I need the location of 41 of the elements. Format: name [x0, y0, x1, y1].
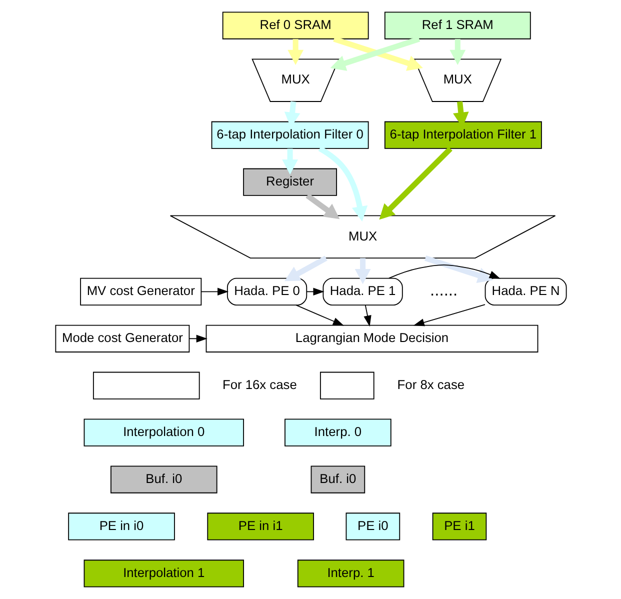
arrow — [412, 304, 485, 326]
node-box: 6-tap Interpolation Filter 0 — [210, 121, 368, 149]
arrow — [318, 146, 368, 222]
arrow — [188, 334, 207, 342]
node-box: Register — [242, 168, 337, 196]
node-label: For 16x case — [222, 377, 296, 392]
node-box — [319, 372, 374, 400]
node-box: Interpolation 0 — [83, 418, 244, 446]
arrow — [424, 256, 493, 284]
arrow — [287, 39, 304, 66]
node-box: PE in i0 — [68, 512, 174, 540]
node-box: Buf. i0 — [310, 466, 365, 494]
node-label: For 8x case — [396, 377, 464, 392]
arrow — [363, 304, 371, 327]
node-box: Interp. 0 — [284, 418, 391, 446]
arrow — [305, 193, 340, 220]
node-box: PE in i1 — [206, 512, 314, 540]
arrow — [449, 39, 466, 66]
arrow — [282, 148, 298, 175]
node-box: Buf. i0 — [110, 466, 217, 494]
node-box — [92, 372, 200, 400]
node-box: Lagrangian Mode Decision — [205, 324, 538, 352]
arrow — [388, 264, 500, 279]
node-box: MV cost Generator — [80, 278, 202, 306]
arrow — [378, 146, 452, 220]
arrow — [306, 288, 324, 296]
arrow — [354, 258, 370, 284]
node-box: Hada. PE 0 — [226, 278, 307, 306]
arrow — [200, 288, 228, 296]
node-box: 6-tap Interpolation Filter 1 — [384, 121, 542, 149]
node-box: Hada. PE 1 — [322, 278, 402, 306]
node-box: PE i0 — [345, 512, 400, 540]
node-box: Ref 1 SRAM — [384, 12, 530, 40]
node-box: Interp. 1 — [296, 560, 404, 588]
node-box: Interpolation 1 — [83, 560, 244, 588]
label: ...... — [430, 280, 458, 300]
arrow — [295, 304, 344, 326]
node-box: Ref 0 SRAM — [222, 12, 368, 40]
node-box: Mode cost Generator — [54, 324, 190, 352]
node-box: Hada. PE N — [484, 278, 566, 306]
node-box: PE i1 — [432, 512, 486, 540]
